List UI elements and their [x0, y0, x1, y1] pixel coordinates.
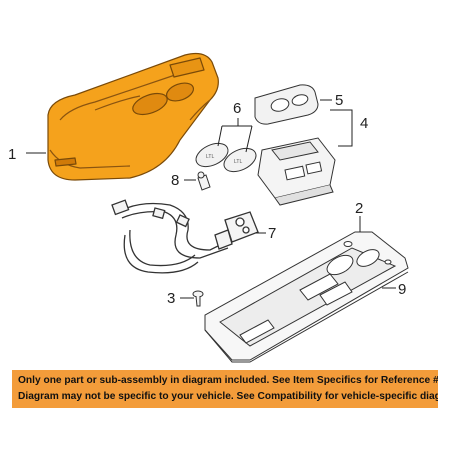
callout-5: 5	[335, 92, 343, 109]
part-6-lamp-left: LTL	[195, 142, 229, 168]
diagram-disclaimer-banner: Only one part or sub-assembly in diagram…	[12, 370, 438, 408]
leader-lines	[26, 99, 396, 299]
callout-1: 1	[8, 146, 16, 163]
part-4-control-module	[257, 137, 336, 206]
callout-9: 9	[398, 281, 406, 298]
part-6-lamp-right: LTL	[223, 147, 257, 173]
svg-text:LTL: LTL	[206, 154, 214, 160]
disclaimer-line-1: Only one part or sub-assembly in diagram…	[18, 375, 438, 386]
callout-8: 8	[171, 172, 179, 189]
part-8-bulb	[197, 171, 211, 191]
callout-2: 2	[355, 200, 363, 217]
callout-6: 6	[233, 100, 241, 117]
disclaimer-line-2: Diagram may not be specific to your vehi…	[18, 390, 438, 402]
part-5-display-bezel	[254, 84, 319, 125]
part-7-wiring-harness	[111, 199, 259, 274]
callout-3: 3	[167, 290, 175, 307]
part-1-console-housing	[47, 52, 219, 181]
part-3-screw	[192, 290, 204, 307]
leader-6	[217, 118, 253, 153]
part-9-base-housing	[204, 231, 409, 363]
leader-4	[330, 109, 353, 147]
callout-7: 7	[268, 225, 276, 242]
callout-4: 4	[360, 115, 368, 132]
svg-text:LTL: LTL	[234, 159, 242, 165]
